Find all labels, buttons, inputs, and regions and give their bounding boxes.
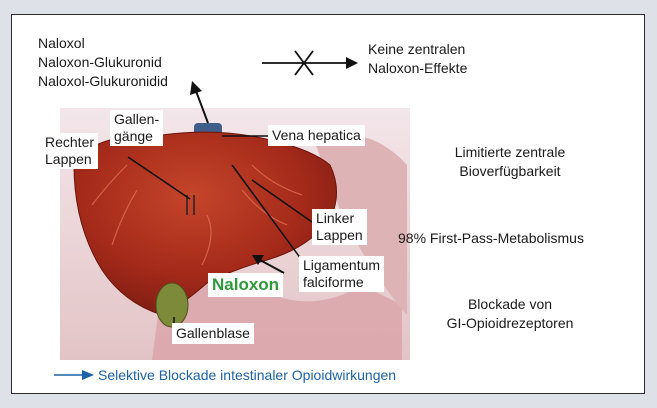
bile-ducts-line-1: Gallen-: [114, 111, 159, 128]
label-left-lobe: Linker Lappen: [312, 209, 367, 245]
label-gallbladder: Gallenblase: [172, 323, 254, 344]
no-effect-line-2: Naloxon-Effekte: [368, 59, 467, 78]
availability-line-1: Limitierte zentrale: [430, 143, 590, 162]
label-hepatic-vein: Vena hepatica: [268, 125, 365, 146]
ligament-line-2: falciforme: [303, 274, 380, 291]
label-right-lobe: Rechter Lappen: [41, 133, 98, 169]
diagram-frame: Naloxol Naloxon-Glukuronid Naloxol-Gluku…: [11, 14, 645, 394]
blockade-line-2: GI-Opioidrezeptoren: [430, 314, 590, 333]
ligament-line-1: Ligamentum: [303, 257, 380, 274]
left-lobe-line-2: Lappen: [316, 227, 363, 244]
first-pass-label: 98% First-Pass-Metabolismus: [398, 229, 584, 248]
bile-ducts-line-2: gänge: [114, 128, 159, 145]
left-lobe-line-1: Linker: [316, 210, 363, 227]
drug-label-naloxon: Naloxon: [208, 273, 283, 297]
label-ligament: Ligamentum falciforme: [299, 256, 384, 292]
right-lobe-line-2: Lappen: [45, 151, 94, 168]
footer-label: Selektive Blockade intestinaler Opioidwi…: [98, 366, 396, 385]
availability-line-2: Bioverfügbarkeit: [430, 162, 590, 181]
gallbladder-shape: [156, 283, 188, 327]
footer-arrow: [82, 370, 94, 380]
metabolite-naloxol-glukuronidid: Naloxol-Glukuronidid: [38, 72, 168, 91]
no-effect-line-1: Keine zentralen: [368, 40, 465, 59]
label-bile-ducts: Gallen- gänge: [110, 110, 163, 146]
blockade-line-1: Blockade von: [430, 295, 590, 314]
metabolite-naloxon-glukuronid: Naloxon-Glukuronid: [38, 53, 162, 72]
blocked-arrow: [262, 51, 358, 75]
metabolite-naloxol: Naloxol: [38, 34, 85, 53]
right-lobe-line-1: Rechter: [45, 134, 94, 151]
